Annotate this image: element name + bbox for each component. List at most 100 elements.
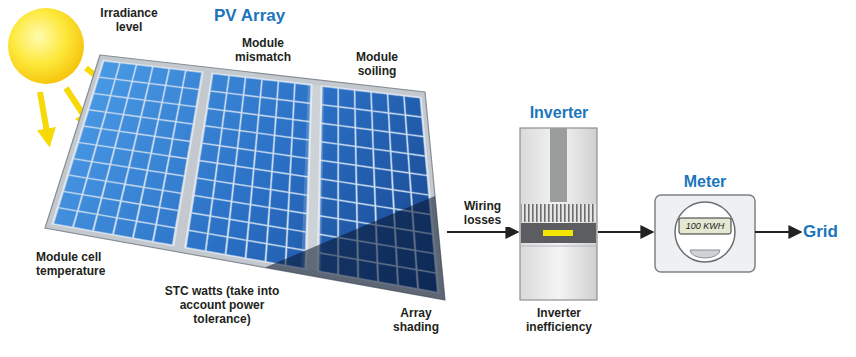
solar-cell xyxy=(200,144,219,163)
solar-cell xyxy=(375,169,392,189)
solar-cell xyxy=(164,174,184,193)
solar-cell xyxy=(195,179,215,198)
solar-cell xyxy=(374,150,391,170)
solar-cell xyxy=(134,222,156,241)
solar-cell xyxy=(321,142,338,162)
solar-cell xyxy=(99,61,119,78)
solar-cell xyxy=(124,99,144,117)
solar-cell xyxy=(206,234,226,254)
solar-cell xyxy=(138,205,159,224)
inverter-band xyxy=(521,223,596,243)
solar-cell xyxy=(74,212,97,231)
solar-cell xyxy=(107,165,128,183)
solar-cell xyxy=(388,95,404,115)
solar-cell xyxy=(238,131,256,150)
solar-cell xyxy=(406,116,423,136)
solar-cell xyxy=(116,132,137,150)
solar-cell xyxy=(250,205,269,225)
solar-cell xyxy=(240,113,258,132)
solar-cell xyxy=(322,87,337,106)
solar-cell xyxy=(357,185,374,205)
solar-cell xyxy=(192,196,212,215)
solar-cell xyxy=(259,98,276,117)
solar-cell xyxy=(79,127,100,145)
inverter-strip xyxy=(550,128,567,202)
solar-cell xyxy=(258,116,275,135)
solar-cell xyxy=(180,88,199,106)
solar-cell xyxy=(129,82,149,100)
solar-cell xyxy=(253,169,271,189)
solar-cell xyxy=(244,78,261,97)
solar-cell xyxy=(84,110,105,128)
solar-cell xyxy=(277,100,294,119)
solar-cell xyxy=(393,171,411,192)
solar-cell xyxy=(157,208,178,227)
solar-cell xyxy=(130,151,151,169)
solar-cell xyxy=(375,188,393,209)
solar-cell xyxy=(160,191,181,210)
solar-cell xyxy=(187,231,208,251)
inverter-case xyxy=(520,128,597,300)
solar-cell xyxy=(111,80,131,98)
solar-cell xyxy=(248,223,267,243)
solar-cell xyxy=(154,225,175,244)
solar-cell xyxy=(320,216,338,236)
ray-arrow xyxy=(40,92,48,138)
solar-cell xyxy=(141,188,162,207)
solar-cell xyxy=(322,105,338,124)
solar-cell xyxy=(246,241,266,261)
stc-label: STC watts (take into account power toler… xyxy=(160,284,284,326)
solar-cell xyxy=(236,149,254,168)
solar-cell xyxy=(409,154,427,175)
solar-cell xyxy=(148,154,168,173)
inefficiency-label: Inverter inefficiency xyxy=(516,306,602,334)
solar-cell xyxy=(118,202,140,221)
solar-cell xyxy=(275,118,292,137)
flow-arrow xyxy=(447,231,518,233)
grid-label: Grid xyxy=(803,222,847,242)
solar-cell xyxy=(150,67,169,85)
solar-cell xyxy=(197,161,216,180)
solar-cell xyxy=(270,190,288,210)
solar-cell xyxy=(163,86,182,104)
solar-cell xyxy=(83,179,105,197)
solar-cell xyxy=(218,146,237,165)
solar-cell xyxy=(159,103,178,121)
solar-cell xyxy=(189,214,209,233)
solar-cell xyxy=(211,74,229,92)
flow-arrow xyxy=(598,231,653,233)
solar-cell xyxy=(269,208,288,228)
soiling-smear xyxy=(301,85,324,272)
shading-label: Array shading xyxy=(384,306,448,334)
solar-cell xyxy=(410,174,428,195)
solar-cell xyxy=(145,171,166,190)
solar-cell xyxy=(357,166,374,186)
solar-cell xyxy=(79,195,101,214)
array-heading: PV Array xyxy=(214,6,324,26)
solar-cell xyxy=(89,94,110,112)
solar-cell xyxy=(126,168,147,187)
solar-cell xyxy=(221,129,239,148)
solar-cell xyxy=(167,69,186,87)
solar-cell xyxy=(356,128,373,148)
solar-cell xyxy=(234,167,253,186)
solar-cell xyxy=(94,78,114,95)
meter-case xyxy=(655,195,755,272)
inverter-body xyxy=(520,128,597,300)
solar-cell xyxy=(271,172,289,192)
solar-cell xyxy=(223,111,241,130)
solar-cell xyxy=(114,219,136,238)
solar-cell xyxy=(408,135,425,155)
pv-panel xyxy=(45,55,445,300)
solar-cell xyxy=(321,124,337,143)
solar-cell xyxy=(268,226,287,246)
solar-cell xyxy=(373,131,390,151)
inverter-heading: Inverter xyxy=(520,103,598,123)
solar-cell xyxy=(69,159,91,177)
solar-cell xyxy=(102,113,123,131)
solar-cell xyxy=(339,145,355,165)
irradiance-label: Irradiance level xyxy=(92,6,166,34)
